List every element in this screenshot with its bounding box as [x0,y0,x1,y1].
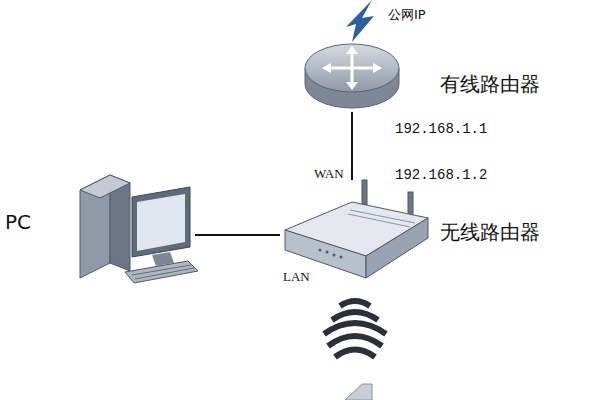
ip-address: 192.168.1.2 [393,167,489,183]
pc-host: PC [5,170,195,295]
client-device [345,384,372,400]
node-label: 有线路由器 [440,72,540,96]
ip-address: 192.168.1.1 [393,121,489,137]
network-cable [352,112,353,180]
network-cable [195,235,280,236]
wifi-waves [324,301,386,357]
port-label: WAN [312,167,346,182]
wireless-router-icon [280,180,430,280]
wired-router-icon [305,40,399,108]
wireless-router: 无线路由器 [280,180,544,288]
uplink-label: 公网IP [386,8,428,23]
node-label: PC [5,210,31,234]
wired-router: 有线路由器 [305,40,544,112]
pc-host-icon [5,170,195,290]
node-label: 无线路由器 [440,220,540,244]
port-label: LAN [281,270,312,285]
uplink-bolt [346,0,374,42]
